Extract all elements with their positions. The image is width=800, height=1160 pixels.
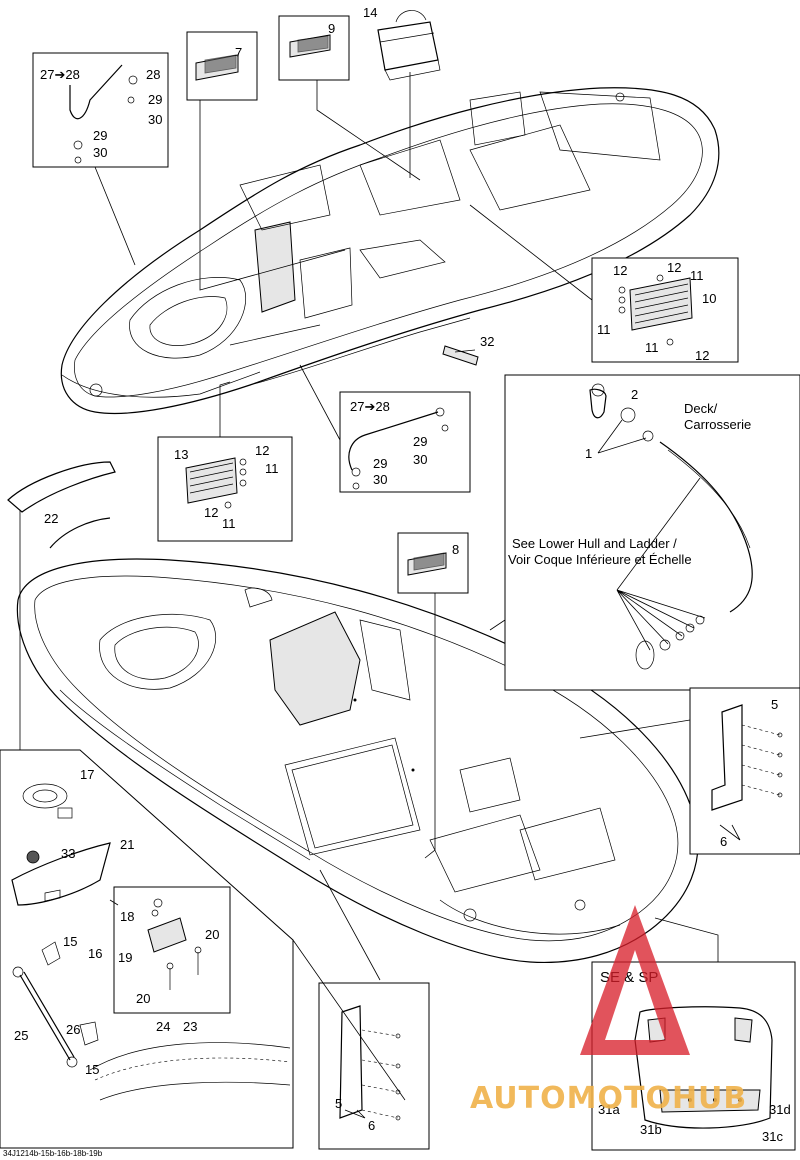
callout-12-grid-a: 12 — [255, 443, 269, 458]
bracket-box-right — [689, 687, 800, 855]
callout-15-b: 15 — [85, 1062, 99, 1077]
deck-note-line2: Carrosserie — [684, 417, 751, 432]
callout-7: 7 — [235, 45, 242, 60]
callout-15-a: 15 — [63, 934, 77, 949]
callout-27-28-mid: 27➔28 — [350, 399, 390, 414]
callout-31a: 31a — [598, 1102, 620, 1117]
callout-18: 18 — [120, 909, 134, 924]
callout-5-right: 5 — [771, 697, 778, 712]
callout-6-bottom: 6 — [368, 1118, 375, 1133]
callout-14: 14 — [363, 5, 377, 20]
trim-strip-part — [49, 517, 111, 549]
callout-28-top: 28 — [146, 67, 160, 82]
callout-labels: 14 9 7 27➔28 28 29 30 29 30 12 12 11 10 … — [14, 5, 791, 1144]
callout-29-mid-a: 29 — [413, 434, 427, 449]
bracket-box-bottom — [318, 982, 430, 1150]
watermark-text: AUTOMOTOHUB — [470, 1081, 747, 1116]
callout-11-grid-a: 11 — [265, 461, 279, 476]
automotohub-watermark: AUTOMOTOHUB — [470, 905, 747, 1116]
see-lower-hull-line1: See Lower Hull and Ladder / — [512, 536, 677, 551]
hinge-box — [113, 886, 231, 1014]
leader-lines — [19, 72, 741, 1119]
callout-25: 25 — [14, 1028, 28, 1043]
callout-17: 17 — [80, 767, 94, 782]
callout-11-vent-a: 11 — [690, 268, 704, 283]
callout-31d: 31d — [769, 1102, 791, 1117]
see-lower-hull-line2: Voir Coque Inférieure et Échelle — [508, 552, 692, 567]
upper-deck-drawing — [60, 87, 720, 415]
callout-26: 26 — [66, 1022, 80, 1037]
callout-11-grid-b: 11 — [222, 516, 236, 531]
vent-grille-box-right — [591, 257, 739, 363]
callout-29-top-a: 29 — [148, 92, 162, 107]
callout-33: 33 — [61, 846, 75, 861]
callout-29-mid-b: 29 — [373, 456, 387, 471]
callout-10: 10 — [702, 291, 716, 306]
rear-panel-part — [7, 461, 116, 513]
callout-1: 1 — [585, 446, 592, 461]
callout-5-bottom: 5 — [335, 1096, 342, 1111]
vent-grille-box-left — [157, 436, 293, 542]
callout-24: 24 — [156, 1019, 170, 1034]
callout-12-grid-b: 12 — [204, 505, 218, 520]
reference-code: 34J1214b-15b-16b-18b-19b — [3, 1149, 103, 1158]
cooler-bag-part — [377, 10, 441, 81]
callout-27-28-top: 27➔28 — [40, 67, 80, 82]
callout-19: 19 — [118, 950, 132, 965]
callout-12-vent-a: 12 — [613, 263, 627, 278]
callout-31b: 31b — [640, 1122, 662, 1137]
callout-13: 13 — [174, 447, 188, 462]
callout-16: 16 — [88, 946, 102, 961]
drain-hose-box — [504, 374, 800, 691]
callout-8: 8 — [452, 542, 459, 557]
callout-9: 9 — [328, 21, 335, 36]
callout-23: 23 — [183, 1019, 197, 1034]
callout-30-mid-a: 30 — [413, 452, 427, 467]
callout-11-vent-c: 11 — [645, 340, 659, 355]
lower-deck-drawing — [16, 558, 699, 964]
callout-12-vent-c: 12 — [695, 348, 709, 363]
callout-31c: 31c — [762, 1129, 783, 1144]
strip-part — [442, 345, 479, 366]
callout-11-vent-b: 11 — [597, 322, 611, 337]
callout-30-top-a: 30 — [148, 112, 162, 127]
callout-32: 32 — [480, 334, 494, 349]
callout-30-mid-b: 30 — [373, 472, 387, 487]
part-8-box — [397, 532, 469, 594]
callout-22: 22 — [44, 511, 58, 526]
callout-20-a: 20 — [205, 927, 219, 942]
callout-12-vent-b: 12 — [667, 260, 681, 275]
callout-29-top-b: 29 — [93, 128, 107, 143]
callout-2: 2 — [631, 387, 638, 402]
grab-handle-box-middle — [339, 391, 471, 493]
callout-21: 21 — [120, 837, 134, 852]
grab-handle-box-top — [32, 52, 169, 168]
se-sp-box — [591, 961, 796, 1151]
watermark-triangle-logo — [580, 905, 690, 1055]
callout-30-top-b: 30 — [93, 145, 107, 160]
part-7-box — [186, 31, 258, 101]
deck-note-line1: Deck/ — [684, 401, 718, 416]
callout-20-b: 20 — [136, 991, 150, 1006]
part-9-box — [278, 15, 350, 81]
annotation-notes: Deck/ Carrosserie See Lower Hull and Lad… — [3, 401, 751, 1158]
callout-6-right: 6 — [720, 834, 727, 849]
